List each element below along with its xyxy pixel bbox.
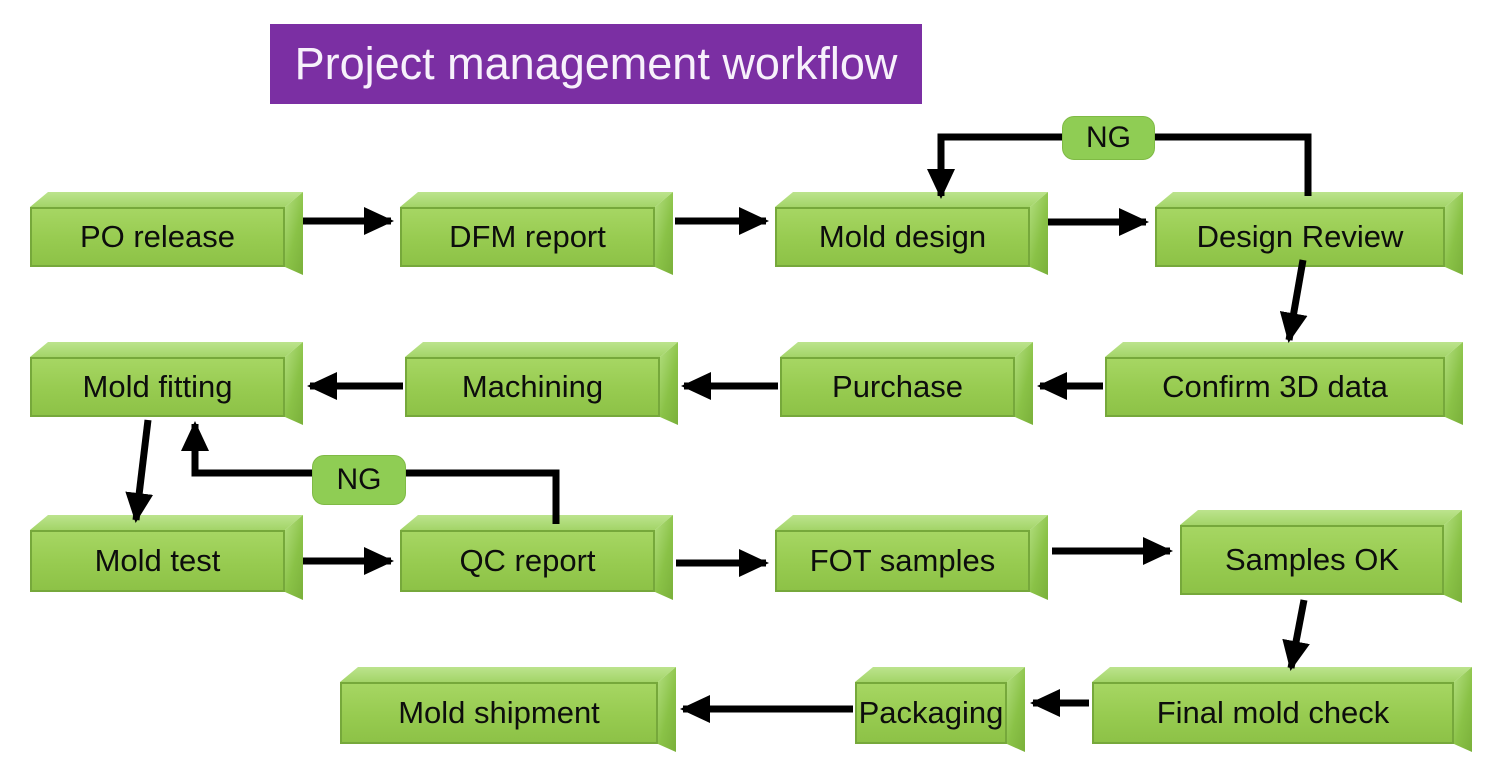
node-machining: Machining [405,357,660,417]
node-label: Mold shipment [398,695,600,730]
diagram-title: Project management workflow [270,24,922,104]
ng-badge: NG [312,455,406,505]
node-dfm-report: DFM report [400,207,655,267]
node-final-mold-check: Final mold check [1092,682,1454,744]
node-label: PO release [79,219,236,254]
node-packaging: Packaging [855,682,1007,744]
node-mold-shipment: Mold shipment [340,682,658,744]
node-label: DFM report [449,219,606,254]
node-label: Purchase [832,369,963,404]
node-fot-samples: FOT samples [775,530,1030,592]
ng-badge: NG [1062,116,1155,160]
node-po-release: PO release [30,207,285,267]
node-samples-ok: Samples OK [1180,525,1444,595]
node-label: FOT samples [809,543,996,578]
arrow-samples-ok-to-final-mold-check [1282,599,1310,671]
node-purchase: Purchase [780,357,1015,417]
node-mold-design: Mold design [775,207,1030,267]
node-label: Confirm 3D data [1162,369,1388,404]
node-label: Packaging [858,695,1004,730]
node-mold-test: Mold test [30,530,285,592]
node-mold-fitting: Mold fitting [30,357,285,417]
arrow-mold-fitting-to-mold-test [125,419,154,523]
node-confirm-3d-data: Confirm 3D data [1105,357,1445,417]
node-label: Machining [461,369,604,404]
node-qc-report: QC report [400,530,655,592]
node-label: Mold design [818,219,987,254]
node-label: Mold fitting [82,369,233,404]
node-design-review: Design Review [1155,207,1445,267]
node-label: Samples OK [1224,542,1399,577]
node-label: Design Review [1196,219,1404,254]
node-label: Final mold check [1156,695,1390,730]
node-label: QC report [459,543,596,578]
node-label: Mold test [94,543,221,578]
arrow-design-review-to-confirm-3d-data [1279,259,1308,343]
